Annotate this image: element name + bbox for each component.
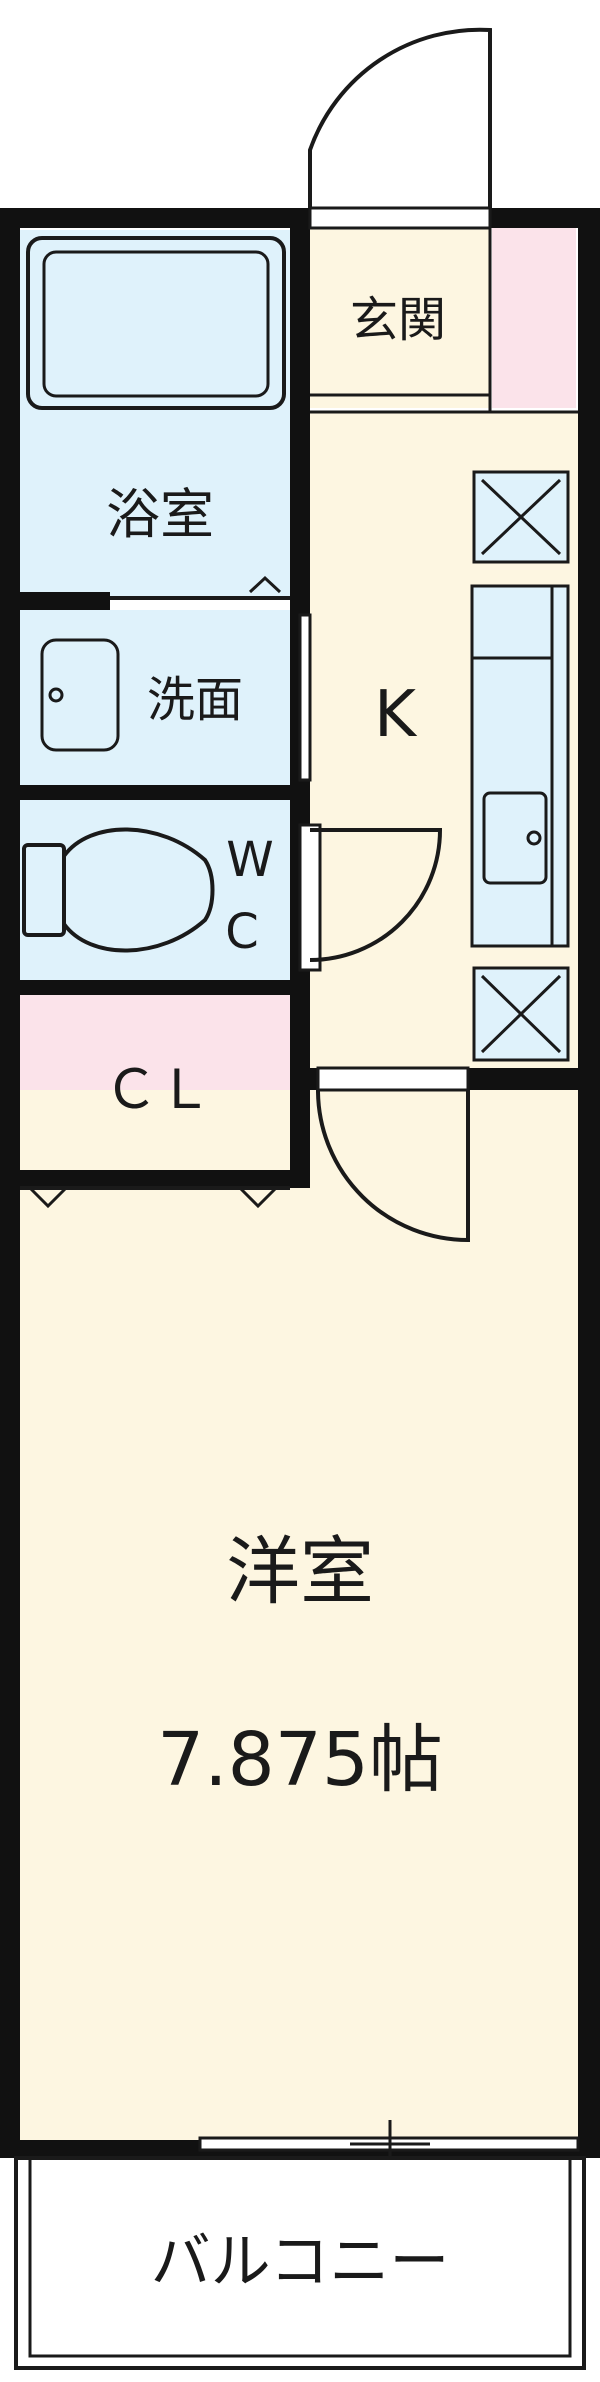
- vent-icon: [472, 966, 570, 1062]
- entrance-label: 玄関: [349, 292, 447, 348]
- western-room-label: 洋室: [226, 1529, 374, 1615]
- balcony-label: バルコニー: [150, 2227, 450, 2297]
- balcony: [14, 2156, 586, 2370]
- entrance-floor: [310, 228, 490, 408]
- bathtub: [26, 236, 286, 410]
- toilet-label-w: W: [226, 832, 274, 888]
- washroom-label: 洗面: [146, 672, 244, 728]
- western-room-floor: [20, 1090, 578, 2140]
- closet-label: ＣＬ: [104, 1058, 212, 1121]
- wall-top: [0, 208, 600, 228]
- wall-right: [578, 208, 600, 2158]
- bath-floor: [20, 230, 290, 600]
- toilet-label-c: C: [225, 904, 259, 960]
- kitchen-sink: [482, 791, 548, 885]
- toilet-door: [309, 828, 443, 962]
- washbasin: [40, 638, 120, 752]
- vent-icon: [472, 470, 570, 564]
- shoebox-floor: [492, 228, 576, 408]
- bath-label: 浴室: [106, 483, 214, 546]
- western-room-size: 7.875帖: [157, 1717, 443, 1803]
- kitchen-label: K: [374, 678, 416, 752]
- wall-left: [0, 208, 20, 2158]
- entrance-door: [308, 27, 492, 208]
- room-door: [316, 1090, 470, 1243]
- kitchen-counter: [470, 584, 570, 948]
- toilet-icon: [22, 827, 215, 953]
